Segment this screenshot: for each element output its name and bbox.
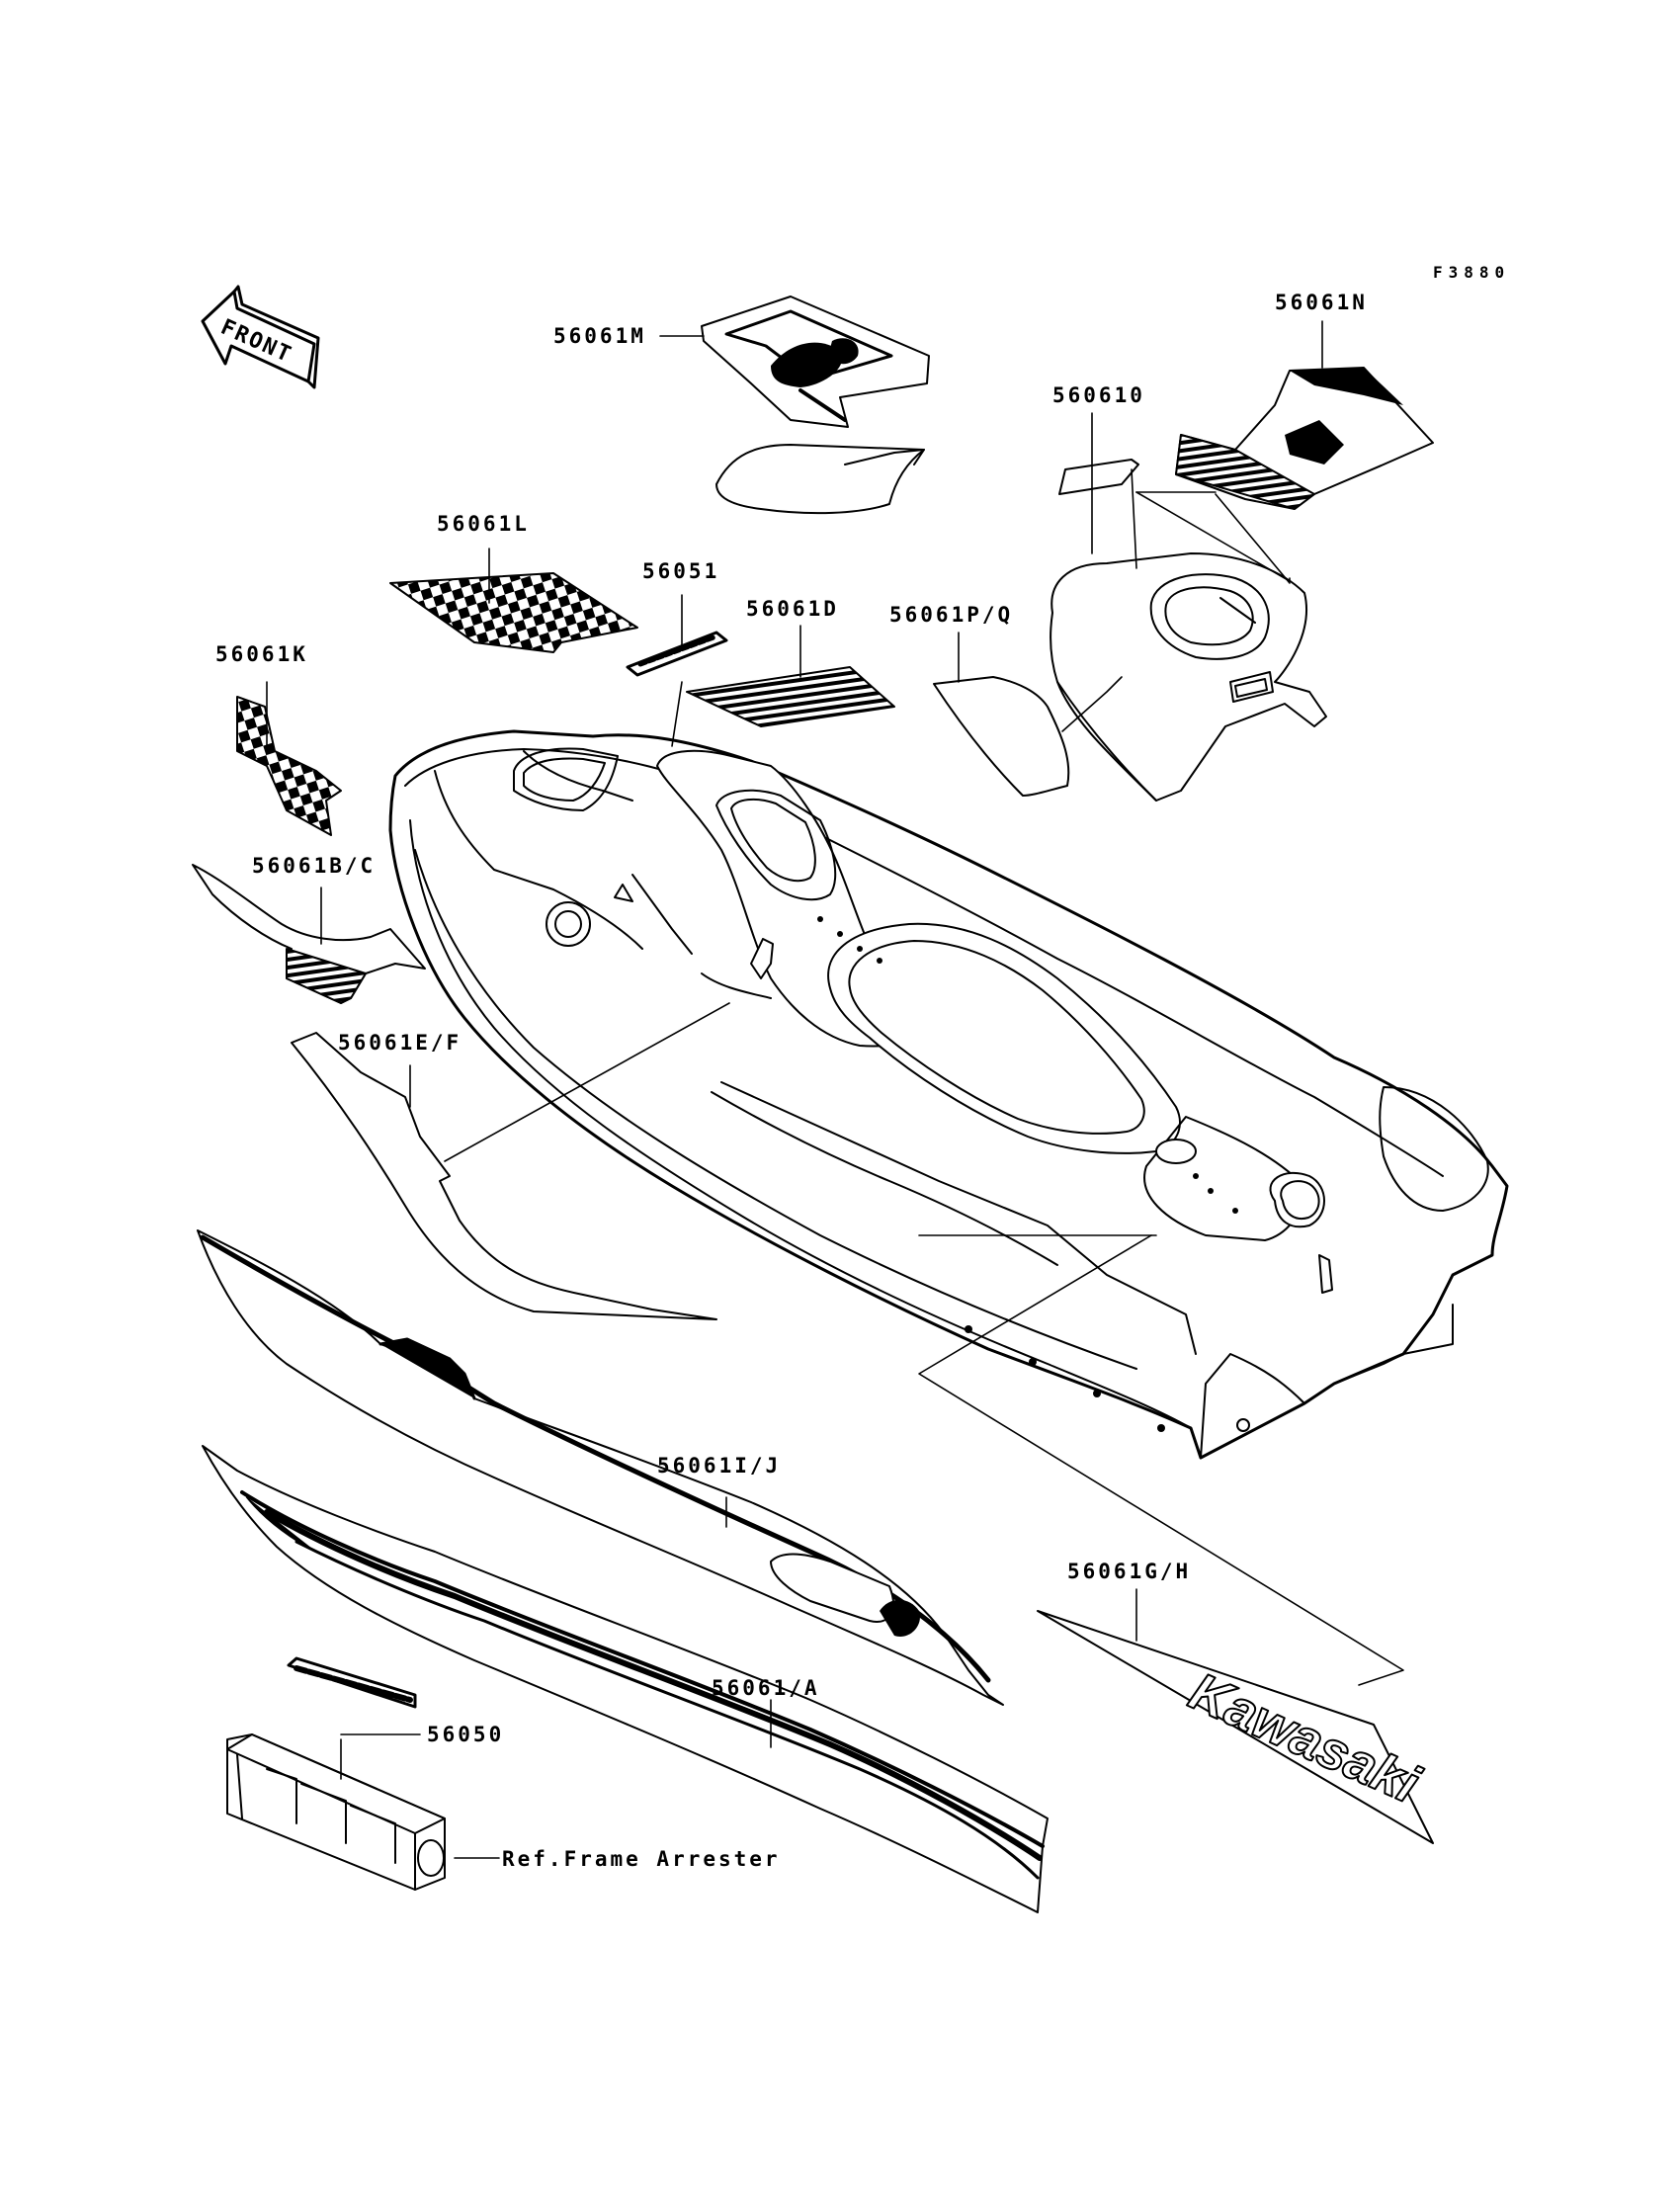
callout-56050: 56050: [427, 1723, 505, 1746]
callout-56061GH: 56061G/H: [1067, 1560, 1192, 1583]
decal-56061PQ: [933, 676, 1070, 797]
kawasaki-decal-text: Kawasaki: [1181, 1661, 1428, 1815]
callout-56061A: 56061/A: [712, 1676, 820, 1700]
decal-56061BC: [192, 864, 426, 1004]
engine-cover: [1050, 552, 1327, 802]
decal-56061EF: [291, 1032, 717, 1320]
decal-56050: [287, 1656, 417, 1709]
decal-56061D: [686, 666, 895, 727]
callout-56061PQ: 56061P/Q: [889, 603, 1014, 627]
decal-56061N: [1175, 367, 1434, 510]
leader-lines: [266, 320, 1404, 1859]
callout-56061M: 56061M: [553, 324, 646, 348]
decal-56061L: [389, 572, 638, 653]
callout-ref-frame-arrester: Ref.Frame Arrester: [502, 1847, 781, 1871]
callout-56061EF: 56061E/F: [338, 1031, 462, 1055]
callout-56061N: 56061N: [1275, 291, 1368, 314]
figure-code: F3880: [1433, 263, 1511, 282]
decal-56061K: [236, 696, 342, 836]
frame-arrester: [226, 1733, 446, 1891]
callout-56061K: 56061K: [215, 642, 308, 666]
decal-56061M: [701, 296, 930, 428]
decal-56051: [626, 631, 728, 677]
seat-cushion: [715, 444, 925, 515]
callout-56061L: 56061L: [437, 512, 530, 536]
callout-56061IJ: 56061I/J: [657, 1454, 782, 1478]
front-arrow-icon: FRONT: [201, 285, 320, 389]
callout-56061D: 56061D: [746, 597, 839, 621]
decal-56061GH: Kawasaki: [1037, 1610, 1434, 1844]
decal-560610: [1058, 459, 1139, 495]
callout-560610: 560610: [1052, 383, 1145, 407]
jet-ski-hull: [388, 729, 1509, 1460]
decal-56061A: [202, 1445, 1049, 1913]
decal-56061IJ: [197, 1229, 1004, 1706]
callout-56061BC: 56061B/C: [252, 854, 377, 878]
callout-56051: 56051: [642, 559, 720, 583]
